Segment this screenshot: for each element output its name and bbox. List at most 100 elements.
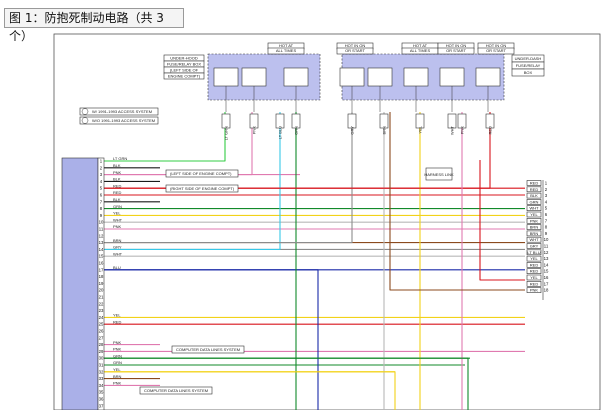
wire-color-tag xyxy=(249,113,259,129)
wire-color-label: RED xyxy=(113,319,122,324)
pin-number: 21 xyxy=(99,295,104,300)
right-wire-color: LT BLU xyxy=(527,250,540,255)
right-wire-color: PNK xyxy=(530,288,539,293)
pin-number: 25 xyxy=(99,322,104,327)
right-pin-number: 9 xyxy=(545,231,548,236)
pin-number: 9 xyxy=(100,213,103,218)
right-pin-number: 11 xyxy=(544,244,549,249)
right-pin-number: 6 xyxy=(545,212,548,217)
blu-feed xyxy=(104,269,319,410)
wire-color-label: WHT xyxy=(113,251,123,256)
wire-color-label: YEL xyxy=(113,211,121,216)
pin-number: 27 xyxy=(99,335,104,340)
fuse-wire-color: PNK xyxy=(460,126,465,135)
wire-color-tag xyxy=(379,113,389,129)
right-pin-tag xyxy=(526,287,542,293)
wire-color-label: GRN xyxy=(113,360,122,365)
abs-connector-strip xyxy=(97,157,105,410)
pin-number: 17 xyxy=(99,267,104,272)
right-pin-tag xyxy=(526,180,542,186)
grn-low xyxy=(104,357,469,410)
right-wire-color: BRN xyxy=(530,225,539,230)
wire-color-tag xyxy=(221,113,231,129)
harness-link-label: HARNESS LINK xyxy=(424,172,454,177)
right-pin-tag xyxy=(526,255,542,262)
under-dash-label: FUSE/RELAY xyxy=(516,63,541,68)
brn-route xyxy=(389,112,525,291)
pin-number: 26 xyxy=(99,329,104,334)
fuse-wire-color: RED xyxy=(488,126,493,135)
wire-color-label: PNK xyxy=(113,170,122,175)
wire-color-label: BLK xyxy=(113,163,121,168)
access-note-2: W/O 1991-1993 ACCESS SYSTEM xyxy=(92,118,155,123)
right-pin-number: 4 xyxy=(545,199,548,204)
data-link-label-2: COMPUTER DATA LINES SYSTEM xyxy=(144,388,208,393)
pnk-feed xyxy=(104,112,253,176)
harness-link-box xyxy=(425,167,453,181)
note-box-1 xyxy=(79,107,159,116)
fuse-header-label: OR START xyxy=(486,48,506,53)
pin-number: 12 xyxy=(99,233,104,238)
pin-number: 31 xyxy=(99,363,104,368)
under-hood-label: (LEFT SIDE OF xyxy=(170,68,199,73)
right-wire-color: YEL xyxy=(530,275,538,280)
right-pin-number: 10 xyxy=(544,237,549,242)
right-wire-color: BLK xyxy=(530,193,538,198)
right-wire-color: PNK xyxy=(530,218,539,223)
wire-color-label: RED xyxy=(113,183,122,188)
right-pin-number: 8 xyxy=(545,225,548,230)
right-pin-number: 5 xyxy=(545,206,548,211)
fuse-wire-color: GRY xyxy=(350,126,355,135)
right-pin-tag xyxy=(526,192,542,199)
wires xyxy=(104,112,525,410)
under-hood-label-box xyxy=(163,72,205,80)
fuse-cell xyxy=(241,67,267,87)
wire-color-tag xyxy=(347,113,357,129)
right-pin-tag xyxy=(526,249,542,256)
right-pin-tag xyxy=(526,268,542,275)
right-wire-color: YEL xyxy=(530,256,538,261)
data-link-box xyxy=(171,345,245,354)
wire-color-label: YEL xyxy=(113,367,121,372)
under-hood-label: FUSE/RELAY BOX xyxy=(167,62,201,67)
pin-number: 24 xyxy=(99,315,104,320)
wire-color-label: GRN xyxy=(113,353,122,358)
wire-color-tag xyxy=(291,113,301,129)
pin-number: 2 xyxy=(100,165,103,170)
right-wire-color: RED xyxy=(530,281,539,286)
right-wire-color: GRY xyxy=(530,244,539,249)
lt-blu-feed xyxy=(104,112,281,250)
right-wire-color: WHT xyxy=(529,206,539,211)
pin-number: 6 xyxy=(100,193,103,198)
fuse-cell xyxy=(339,67,365,87)
fuse-header-label: HOT IN ON xyxy=(345,43,366,48)
pin-number: 35 xyxy=(99,390,104,395)
right-pin-number: 3 xyxy=(545,193,548,198)
right-pin-tag xyxy=(526,224,542,230)
yel-low xyxy=(104,371,396,410)
wire-color-tag xyxy=(447,113,457,129)
wire-color-label: RED xyxy=(113,190,122,195)
right-wire-color: BRN xyxy=(530,231,539,236)
pin-number: 32 xyxy=(99,369,104,374)
lt-grn-feed xyxy=(104,112,226,162)
fuse-header-box xyxy=(336,47,374,55)
pin-number: 19 xyxy=(99,281,104,286)
wire-color-tag xyxy=(457,113,467,129)
right-wire-color: RED xyxy=(530,262,539,267)
pin-number: 11 xyxy=(99,227,104,232)
right-pin-tag xyxy=(526,280,542,287)
pin-number: 10 xyxy=(99,220,104,225)
pin-number: 36 xyxy=(99,397,104,402)
fuse-wire-color: LT BLU xyxy=(278,126,283,139)
right-wire-color: WHT xyxy=(529,237,539,242)
wire-color-tag xyxy=(485,113,495,129)
under-dash-label: BOX xyxy=(524,70,533,75)
under-hood-label: UNDER-HOOD xyxy=(170,56,198,61)
wire-color-label: LT GRN xyxy=(113,156,127,161)
fuse-cell xyxy=(213,67,239,87)
red-route xyxy=(479,160,525,281)
right-pin-number: 2 xyxy=(545,187,548,192)
